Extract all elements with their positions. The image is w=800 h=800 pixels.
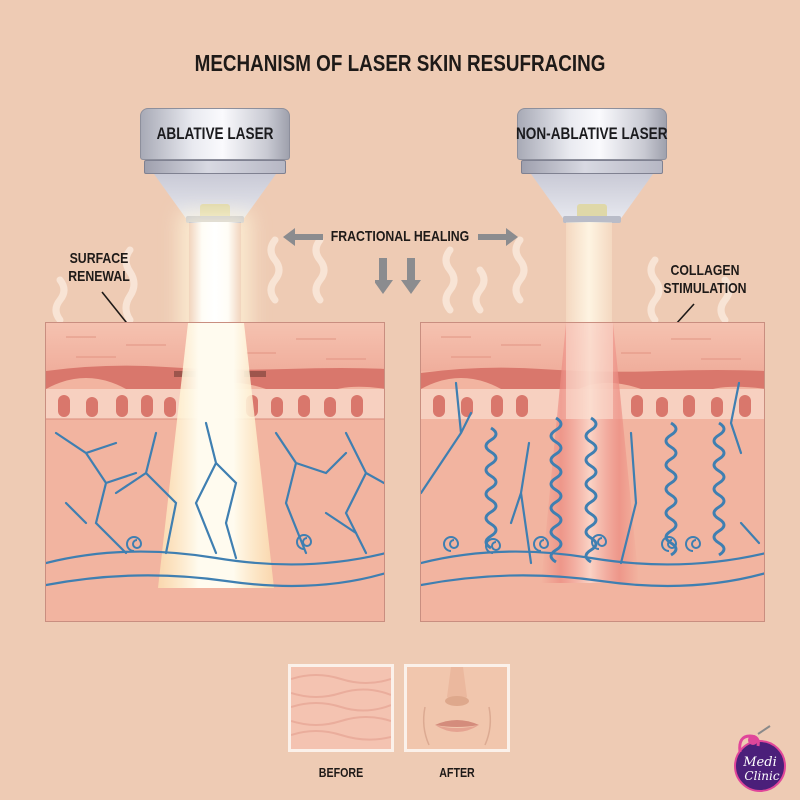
before-image [288,664,394,752]
after-image [404,664,510,752]
non-ablative-laser-beam [566,222,612,332]
collagen-stimulation-label: COLLAGEN STIMULATION [663,262,747,297]
page-title: MECHANISM OF LASER SKIN RESUFRACING [194,50,606,76]
ablative-laser-beam [189,222,241,332]
non-ablative-skin-cross-section [420,322,765,622]
right-arrow-icon [478,228,518,246]
ablative-laser-label: ABLATIVE LASER [156,124,274,143]
down-arrows-icon [375,258,421,294]
surface-renewal-label: SURFACE RENEWAL [68,250,130,285]
ablative-laser-device: ABLATIVE LASER [140,108,290,238]
medi-clinic-logo: Medi Clinic [720,722,790,792]
non-ablative-laser-label: NON-ABLATIVE LASER [516,124,668,143]
left-arrow-icon [283,228,323,246]
non-ablative-laser-device: NON-ABLATIVE LASER [516,108,668,238]
logo-line1: Medi [742,755,776,770]
after-label: AFTER [439,765,475,780]
steam-wisps [52,236,733,324]
fractional-healing-label: FRACTIONAL HEALING [330,228,470,245]
ablative-skin-cross-section [45,322,385,622]
before-label: BEFORE [318,765,364,780]
logo-line2: Clinic [744,769,779,783]
